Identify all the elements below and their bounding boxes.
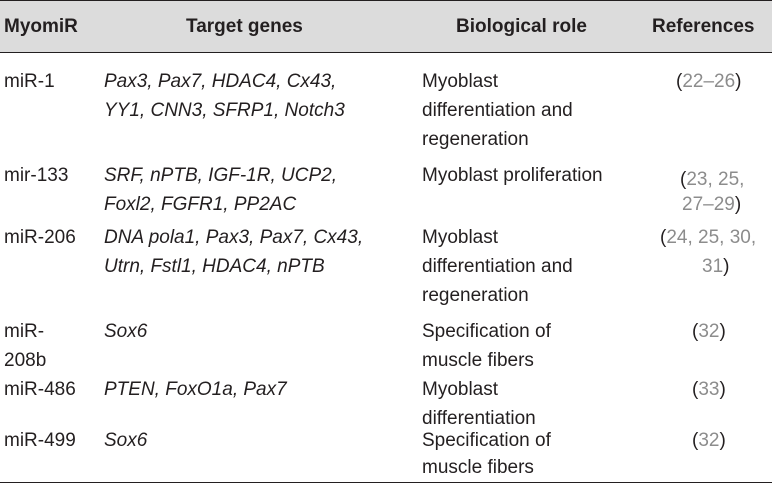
reference-link[interactable]: 27–29	[682, 194, 735, 215]
cell-biological-role: differentiation and	[422, 100, 573, 121]
cell-target-genes: DNA pola1, Pax3, Pax7, Cx43,	[104, 227, 364, 248]
cell-target-genes: Foxl2, FGFR1, PP2AC	[104, 194, 297, 215]
cell-references: (24, 25, 30,	[660, 227, 757, 248]
cell-biological-role: regeneration	[422, 129, 529, 150]
cell-myomir: 208b	[4, 350, 47, 371]
cell-target-genes: Utrn, Fstl1, HDAC4, nPTB	[104, 256, 325, 277]
reference-link[interactable]: 31	[702, 256, 724, 277]
header-target-genes: Target genes	[186, 16, 303, 37]
cell-references: (32)	[692, 321, 726, 342]
cell-target-genes: SRF, nPTB, IGF-1R, UCP2,	[104, 165, 337, 186]
cell-target-genes: Sox6	[104, 430, 148, 451]
cell-myomir: miR-499	[4, 430, 76, 451]
cell-biological-role: Myoblast proliferation	[422, 165, 603, 186]
cell-biological-role: Myoblast	[422, 227, 499, 248]
cell-biological-role: Specification of	[422, 430, 551, 451]
cell-references: (23, 25,	[680, 169, 745, 190]
header-rule	[0, 52, 772, 53]
cell-biological-role: muscle fibers	[422, 350, 534, 371]
cell-biological-role: Myoblast	[422, 71, 499, 92]
top-rule	[0, 0, 772, 1]
header-myomir: MyomiR	[4, 16, 78, 37]
reference-link[interactable]: 22–26	[682, 71, 736, 92]
reference-link[interactable]: 32	[698, 321, 720, 342]
cell-references: 27–29)	[682, 194, 742, 215]
cell-biological-role: Myoblast	[422, 379, 499, 400]
cell-target-genes: Pax3, Pax7, HDAC4, Cx43,	[104, 71, 337, 92]
reference-link[interactable]: 23, 25,	[686, 169, 745, 190]
table-header	[0, 0, 772, 52]
cell-references: (32)	[692, 430, 726, 451]
header-references: References	[652, 16, 755, 37]
cell-target-genes: YY1, CNN3, SFRP1, Notch3	[104, 100, 345, 121]
cell-target-genes: PTEN, FoxO1a, Pax7	[104, 379, 287, 400]
reference-link[interactable]: 24, 25, 30,	[666, 227, 757, 248]
cell-myomir: miR-206	[4, 227, 76, 248]
cell-myomir: miR-1	[4, 71, 55, 92]
cell-biological-role: differentiation and	[422, 256, 573, 277]
cell-myomir: miR-	[4, 321, 45, 342]
cell-myomir: mir-133	[4, 165, 69, 186]
cell-references: 31)	[702, 256, 730, 277]
cell-myomir: miR-486	[4, 379, 76, 400]
cell-references: (33)	[692, 379, 726, 400]
cell-biological-role: differentiation	[422, 408, 536, 429]
cell-references: (22–26)	[676, 71, 742, 92]
cell-biological-role: muscle fibers	[422, 457, 534, 478]
header-biological-role: Biological role	[456, 16, 587, 37]
cell-biological-role: regeneration	[422, 285, 529, 306]
cell-target-genes: Sox6	[104, 321, 148, 342]
cell-biological-role: Specification of	[422, 321, 551, 342]
reference-link[interactable]: 32	[698, 430, 720, 451]
reference-link[interactable]: 33	[698, 379, 720, 400]
